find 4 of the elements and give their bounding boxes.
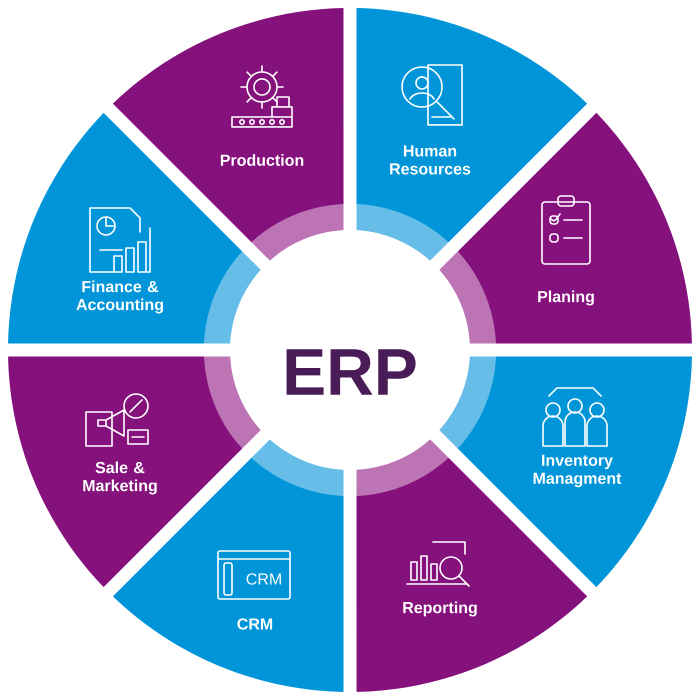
- wheel-segment: Production: [112, 8, 344, 261]
- wheel-segment: Inventory Managment: [439, 356, 692, 588]
- center-title: ERP: [286, 349, 416, 395]
- wheel-segment: Human Resources: [356, 8, 588, 261]
